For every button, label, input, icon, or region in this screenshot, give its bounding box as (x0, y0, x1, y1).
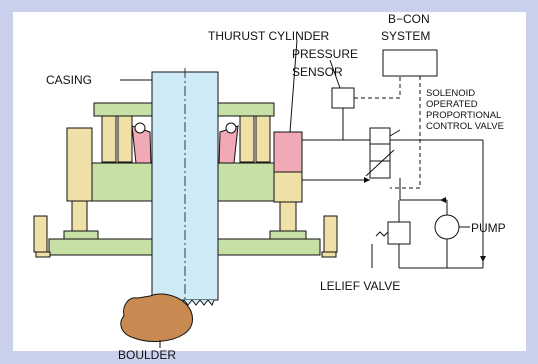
left-base-pad (63, 230, 99, 240)
right-foot (321, 251, 337, 258)
left-foot-post (33, 215, 48, 253)
label-pump: PUMP (471, 221, 506, 235)
thrust-cylinder-body (273, 171, 303, 203)
right-foot-post (323, 215, 338, 253)
arrowhead-pump (440, 197, 446, 203)
left-mid-frame (91, 162, 153, 202)
left-pivot (134, 122, 146, 134)
label-solenoid-1: SOLENOID (426, 88, 475, 99)
right-base-frame (217, 238, 321, 256)
thrust-cylinder-leader (289, 39, 298, 133)
pressure-sensor-box (331, 87, 355, 109)
label-boulder: BOULDER (118, 348, 176, 362)
right-inner-post (239, 115, 255, 163)
left-outer-cylinder (66, 127, 93, 202)
right-inner-post-2 (255, 115, 271, 163)
right-base-pad (269, 230, 307, 240)
label-solenoid-4: CONTROL VALVE (426, 121, 504, 132)
label-bcon-2: SYSTEM (381, 29, 430, 43)
left-base-frame (48, 238, 153, 256)
valve-arrow (365, 149, 395, 177)
left-upper-frame (93, 102, 153, 117)
right-clamp-assembly (217, 102, 338, 258)
left-foot (35, 251, 51, 258)
right-upper-frame (217, 102, 275, 117)
label-pressure-1: PRESSURE (292, 47, 358, 61)
label-solenoid-2: OPERATED (426, 99, 478, 110)
label-solenoid-3: PROPORTIONAL (426, 110, 501, 121)
label-casing: CASING (46, 73, 92, 87)
boulder-shape (120, 293, 193, 342)
arrowheads (364, 177, 486, 262)
left-inner-post-2 (117, 115, 133, 163)
sensor-signal-line (354, 76, 401, 99)
right-pivot (225, 122, 237, 134)
thrust-cylinder-head (273, 131, 303, 173)
right-mid-frame (217, 162, 277, 202)
arrowhead-supply (480, 256, 486, 262)
relief-spring (375, 231, 389, 237)
left-inner-post (101, 115, 117, 163)
solenoid-leader (389, 129, 401, 137)
hydraulic-circuit (120, 39, 484, 348)
label-pressure-2: SENSOR (292, 65, 343, 79)
left-clamp-assembly (33, 102, 153, 258)
pump-symbol (434, 214, 460, 240)
label-relief-valve: LELIEF VALVE (320, 279, 400, 293)
label-bcon-1: B−CON (388, 12, 430, 26)
control-valve-symbol (369, 127, 391, 179)
relief-valve-symbol (387, 221, 411, 245)
pressure-sensor-leader (329, 59, 341, 89)
valve-signal-line (390, 76, 421, 189)
b-con-box (382, 49, 438, 77)
label-thrust-cylinder: THURUST CYLINDER (208, 29, 329, 43)
casing (151, 68, 219, 306)
arrowhead-valve (364, 177, 370, 183)
